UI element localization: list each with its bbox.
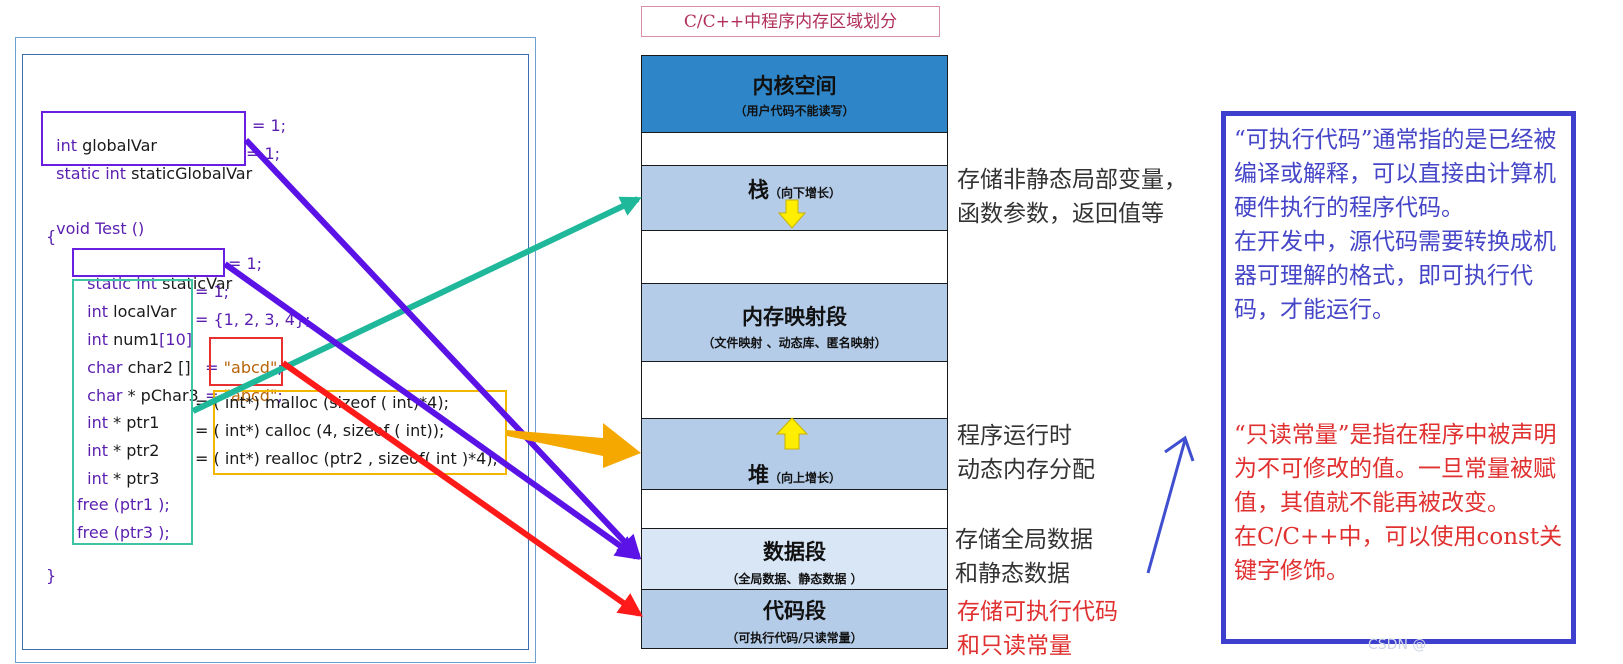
segment-gap-2	[641, 230, 948, 284]
segment-stack: 栈（向下增长）	[641, 165, 948, 231]
segment-code-title: 代码段	[763, 599, 826, 623]
desc-stack: 存储非静态局部变量， 函数参数，返回值等	[957, 167, 1187, 227]
note-executable-code: “可执行代码”通常指的是已经被编译或解释，可以直接由计算机硬件执行的程序代码。 …	[1234, 127, 1557, 323]
segment-kernel: 内核空间 （用户代码不能读写）	[641, 55, 948, 133]
code-line-char2: char char2 []	[87, 358, 191, 377]
code-line-close-brace: }	[46, 566, 57, 585]
code-line-ptr3: int * ptr3	[87, 469, 160, 488]
arrow-note-pointer-head	[1164, 435, 1195, 462]
segment-data-sub: （全局数据、静态数据 ）	[726, 572, 863, 586]
segment-gap-3	[641, 361, 948, 419]
segment-heap-title: 堆	[747, 463, 769, 487]
segment-data-title: 数据段	[763, 540, 826, 564]
arrow-note-pointer	[1146, 439, 1187, 574]
code-assign-staticvar: = 1;	[228, 254, 263, 273]
segment-stack-sub: （向下增长）	[768, 186, 841, 200]
segment-gap-4	[641, 489, 948, 529]
segment-heap: 堆（向上增长）	[641, 418, 948, 490]
segment-data: 数据段 （全局数据、静态数据 ）	[641, 528, 948, 590]
highlight-locals-box	[72, 279, 193, 545]
code-assign-num1: = {1, 2, 3, 4};	[195, 310, 311, 329]
code-line-localvar: int localVar	[87, 302, 177, 321]
code-line-num1: int num1[10]	[87, 330, 193, 349]
segment-gap-1	[641, 132, 948, 166]
code-line-ptr1: int * ptr1	[87, 413, 160, 432]
code-line-open-brace: {	[46, 227, 57, 246]
desc-heap: 程序运行时 动态内存分配	[957, 423, 1095, 483]
diagram-title: C/C++中程序内存区域划分	[683, 12, 898, 32]
segment-mmap-title: 内存映射段	[742, 305, 847, 329]
segment-code: 代码段 （可执行代码/只读常量）	[641, 589, 948, 649]
code-line-free-ptr3: free (ptr3 );	[77, 523, 170, 542]
desc-code: 存储可执行代码 和只读常量	[957, 599, 1118, 659]
code-line-ptr2: int * ptr2	[87, 441, 160, 460]
segment-code-sub: （可执行代码/只读常量）	[726, 631, 863, 645]
desc-data: 存储全局数据 和静态数据	[955, 527, 1093, 587]
watermark: CSDN @	[1368, 637, 1427, 653]
code-line-pchar3: char * pChar3	[87, 386, 199, 405]
code-line-globalvar: int globalVar	[56, 136, 157, 155]
segment-stack-title: 栈	[747, 178, 769, 202]
highlight-globals-box	[41, 111, 246, 166]
code-line-staticglobalvar: static int staticGlobalVar	[56, 164, 253, 183]
segment-mmap-sub: （文件映射 、动态库、匿名映射）	[702, 336, 887, 350]
highlight-strings-box	[209, 337, 283, 386]
highlight-heap-box	[213, 390, 507, 475]
highlight-staticvar-box	[72, 248, 225, 277]
segment-heap-sub: （向上增长）	[768, 471, 841, 485]
note-readonly-constant: “只读常量”是指在程序中被声明为不可修改的值。一旦常量被赋值，其值就不能再被改变…	[1234, 422, 1563, 584]
diagram-title-box: C/C++中程序内存区域划分	[641, 6, 940, 37]
note-box: “可执行代码”通常指的是已经被编译或解释，可以直接由计算机硬件执行的程序代码。 …	[1221, 111, 1576, 644]
code-assign-staticglobalvar: = 1;	[246, 144, 281, 163]
code-assign-globalvar: = 1;	[252, 116, 287, 135]
code-line-test-decl: void Test ()	[56, 219, 145, 238]
code-assign-localvar: = 1;	[195, 282, 230, 301]
segment-kernel-sub: （用户代码不能读写）	[734, 104, 855, 118]
segment-kernel-title: 内核空间	[752, 74, 837, 98]
code-line-free-ptr1: free (ptr1 );	[77, 495, 170, 514]
segment-mmap: 内存映射段 （文件映射 、动态库、匿名映射）	[641, 283, 948, 362]
